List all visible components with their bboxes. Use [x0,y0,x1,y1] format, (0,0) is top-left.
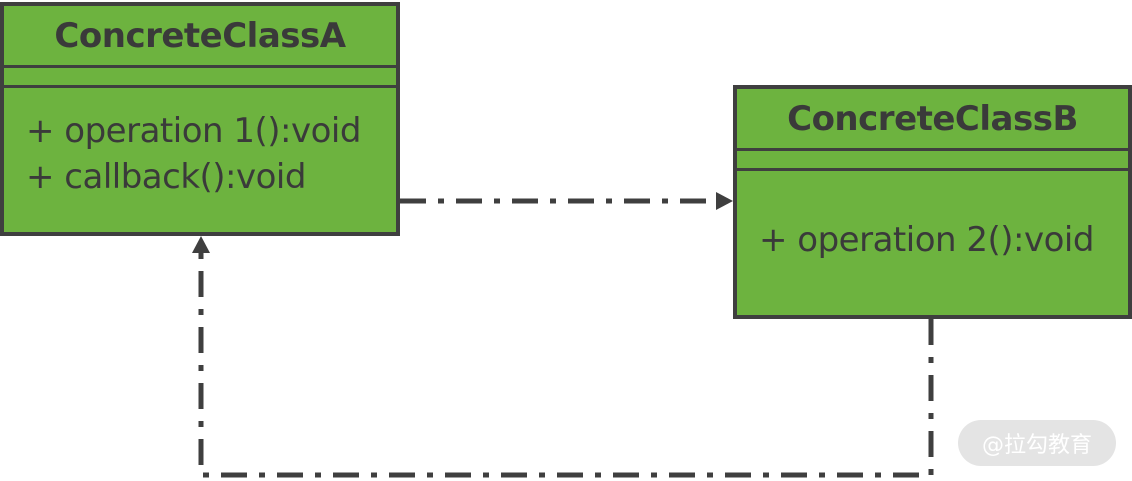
arrowhead-to-class-a [192,236,210,253]
operations-compartment: + operation 2():void [737,171,1128,315]
connector-b-to-a [198,252,934,478]
watermark-badge: @拉勾教育 [958,420,1116,466]
class-box-concrete-class-a[interactable]: ConcreteClassA + operation 1():void + ca… [0,2,400,236]
class-name: ConcreteClassB [737,89,1128,151]
operation-item: + operation 2():void [759,220,1094,260]
operation-item: + operation 1():void [26,111,361,151]
arrowhead-to-class-b [716,192,733,210]
class-name: ConcreteClassA [4,6,396,68]
attributes-compartment [4,68,396,88]
class-box-concrete-class-b[interactable]: ConcreteClassB + operation 2():void [733,85,1132,319]
operation-item: + callback():void [26,157,306,197]
operations-compartment: + operation 1():void + callback():void [4,88,396,232]
attributes-compartment [737,151,1128,171]
